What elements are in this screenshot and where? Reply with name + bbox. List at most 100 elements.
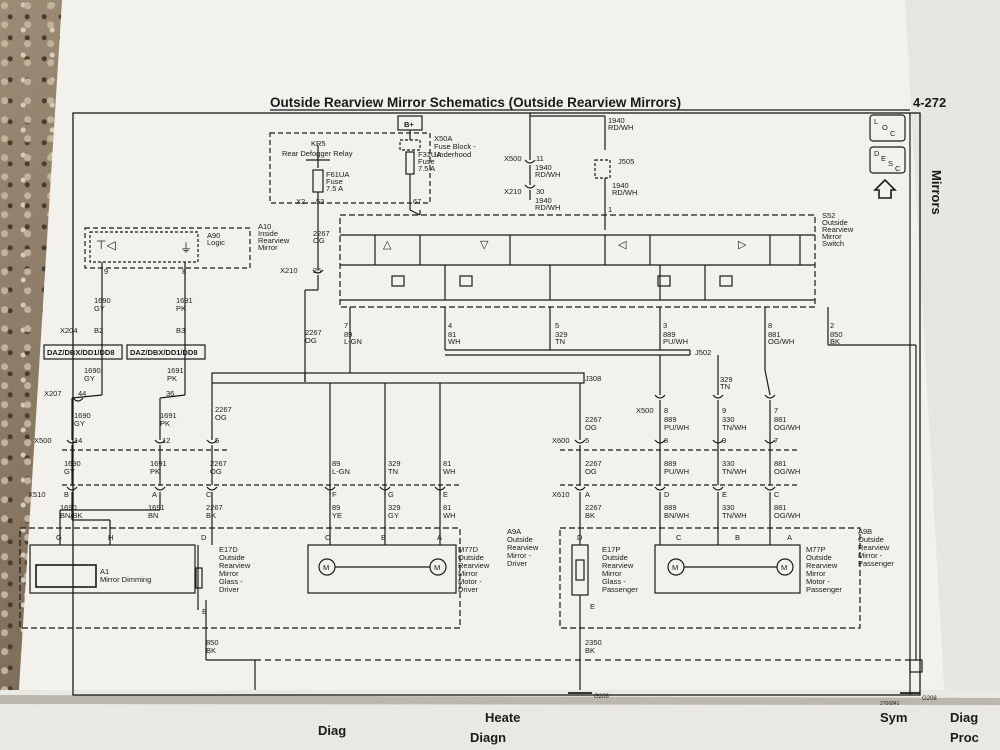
m77p-name-3: Mirror — [806, 569, 826, 578]
x600-ogwh: OG/WH — [774, 467, 800, 476]
ground-right: G208 — [922, 696, 937, 702]
m77d-name-4: Motor - — [458, 577, 482, 586]
next-proc-right: Proc — [950, 730, 979, 745]
j502-c329: 329 — [720, 375, 733, 384]
m77d-name-5: Driver — [458, 585, 479, 594]
x610-c889: 889 — [664, 503, 677, 512]
a1-pin-h: H — [108, 533, 113, 542]
gnd-c850: 850 — [206, 638, 219, 647]
feed-color-2: RD/WH — [535, 170, 560, 179]
x500-r-ogwh: OG/WH — [774, 423, 800, 432]
j502-tn: TN — [720, 382, 730, 391]
x500-c1690: 1690 — [64, 459, 81, 468]
a1-pin-g: G — [56, 533, 62, 542]
splice-j505: J505 — [618, 157, 634, 166]
sw-lgn: L-GN — [344, 337, 362, 346]
m-c89: 89 — [332, 459, 340, 468]
sw-bk: BK — [830, 337, 840, 346]
x510-gy: GY — [388, 511, 399, 520]
sw-wh: WH — [448, 337, 461, 346]
feed-pin-11: 11 — [536, 154, 544, 163]
x500-r-c330: 330 — [722, 415, 735, 424]
x500-pin-14: 14 — [74, 436, 82, 445]
inside-mirror-name-2: Rearview — [258, 236, 290, 245]
m77p-id: M77P — [806, 545, 826, 554]
x600-c889: 889 — [664, 459, 677, 468]
x500-gy: GY — [64, 467, 75, 476]
x207-pin-44: 44 — [78, 389, 86, 398]
x500-pin-5: 5 — [215, 436, 219, 445]
e17p-pin-d: D — [577, 533, 583, 542]
daz-c1690: 1690 — [84, 366, 101, 375]
logic-id: A90 — [207, 231, 220, 240]
e17d-name-4: Glass - — [219, 577, 243, 586]
e17p-name-4: Glass - — [602, 577, 626, 586]
a10-pin-9: 9 — [104, 267, 108, 276]
x510-pin-c: C — [206, 490, 212, 499]
j308-r-og: OG — [585, 423, 597, 432]
m77d-name-2: Rearview — [458, 561, 490, 570]
m77d-motor-right: M — [434, 563, 440, 572]
e17p-pin-e: E — [590, 602, 595, 611]
x210-pin-25: 25 — [313, 266, 321, 275]
sw-pin-8: 8 — [768, 321, 772, 330]
fuse-right-id: F31UA — [418, 150, 441, 159]
m77p-name-2: Rearview — [806, 561, 838, 570]
next-heat: Heate — [485, 710, 520, 725]
a9b-name-4: Passenger — [858, 559, 894, 568]
next-diag-right: Diag — [950, 710, 978, 725]
x500-r-c889: 889 — [664, 415, 677, 424]
x500-r-tnwh: TN/WH — [722, 423, 747, 432]
logic-name: Logic — [207, 238, 225, 247]
x500-c2267: 2267 — [210, 459, 227, 468]
daz-gy: GY — [84, 374, 95, 383]
next-sym: Sym — [880, 710, 907, 725]
x500-c1691: 1691 — [150, 459, 167, 468]
m77d-id: M77D — [458, 545, 479, 554]
e17p-name-2: Rearview — [602, 561, 634, 570]
daz-c1691: 1691 — [167, 366, 184, 375]
feed-circuit-4: 1940 — [612, 181, 629, 190]
x610-c2267: 2267 — [585, 503, 602, 512]
feed-pin-1: 1 — [608, 205, 612, 214]
next-page-sheet — [0, 690, 1000, 750]
a10-pk: PK — [176, 304, 186, 313]
a9a-id: A9A — [507, 527, 521, 536]
page-title: Outside Rearview Mirror Schematics (Outs… — [270, 95, 681, 110]
x610-c330: 330 — [722, 503, 735, 512]
gnd-bk-right: BK — [585, 646, 595, 655]
x204-pin-b2: B2 — [94, 326, 103, 335]
x500-label-right: X500 — [636, 406, 654, 415]
relay-c2267: 2267 — [313, 229, 330, 238]
a9a-name-4: Driver — [507, 559, 528, 568]
x610-pin-e: E — [722, 490, 727, 499]
x500-og: OG — [210, 467, 222, 476]
m77p-pin-a: A — [787, 533, 792, 542]
feed-circuit-2: 1940 — [535, 163, 552, 172]
a10-c1690: 1690 — [94, 296, 111, 305]
x510-bnbk: BN/BK — [60, 511, 83, 520]
x207-gy: GY — [74, 419, 85, 428]
inside-mirror-name-1: Inside — [258, 229, 278, 238]
m77p-pin-b: B — [735, 533, 740, 542]
sw-c81: 81 — [448, 330, 456, 339]
x600-tnwh: TN/WH — [722, 467, 747, 476]
e17p-name-3: Mirror — [602, 569, 622, 578]
next-heat-sub: Diagn — [470, 730, 506, 745]
m77d-name-3: Mirror — [458, 569, 478, 578]
section-name: Mirrors — [929, 170, 944, 215]
x610-c881: 881 — [774, 503, 787, 512]
loc-label-l: L — [874, 117, 878, 126]
e17p-id: E17P — [602, 545, 620, 554]
a9b-name-3: Mirror - — [858, 551, 883, 560]
e17d-pin-d: D — [201, 533, 207, 542]
e17p-name-5: Passenger — [602, 585, 638, 594]
sw-pin-3: 3 — [663, 321, 667, 330]
x600-pin-7: 7 — [774, 436, 778, 445]
x510-pin-f: F — [332, 490, 337, 499]
x510-c2267: 2267 — [206, 503, 223, 512]
m77p-pin-c: C — [676, 533, 682, 542]
a10-c1691: 1691 — [176, 296, 193, 305]
a9b-name-1: Outside — [858, 535, 884, 544]
x510-c89: 89 — [332, 503, 340, 512]
